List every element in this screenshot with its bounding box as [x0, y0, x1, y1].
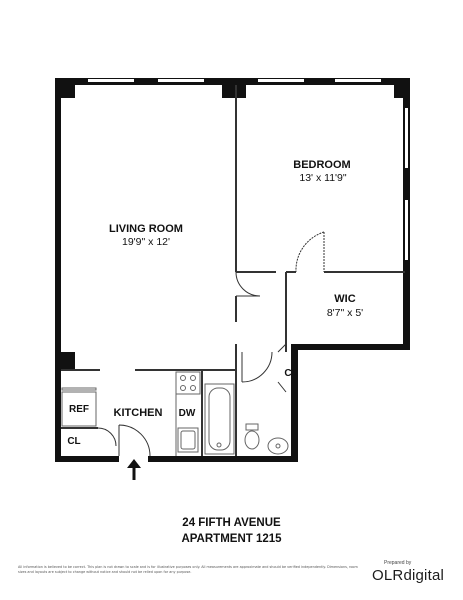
bath-door	[241, 351, 273, 383]
bath-fixtures	[204, 383, 289, 455]
kitchen-fixtures	[61, 371, 201, 456]
wall-bottom-right	[148, 456, 298, 462]
fixture-label-ref: REF	[69, 404, 89, 415]
drain-icon	[216, 442, 222, 448]
burner-icon	[190, 385, 196, 391]
room-name-living: LIVING ROOM	[109, 223, 183, 235]
fixture-label-dw: DW	[179, 408, 196, 419]
wall-step	[291, 344, 410, 350]
toilet	[244, 430, 260, 450]
burner-icon	[180, 375, 186, 381]
disclaimer-text: All information is believed to be correc…	[18, 565, 358, 574]
room-dims-bedroom: 13' x 11'9"	[299, 172, 347, 184]
living-door	[235, 271, 261, 297]
room-dims-wic: 8'7" x 5'	[327, 307, 363, 319]
room-name-kitchen: KITCHEN	[114, 407, 163, 419]
sink	[177, 427, 199, 453]
burner-icon	[190, 375, 196, 381]
refrigerator	[61, 391, 97, 427]
exterior-walls	[55, 78, 410, 462]
corner-block-mid	[222, 78, 246, 98]
kitchen-closet-door	[97, 427, 117, 447]
counter	[61, 387, 97, 391]
bath-closet-door	[277, 343, 287, 393]
room-name-wic: WIC	[334, 293, 355, 305]
vanity-sink	[267, 437, 289, 455]
wall-right-lower	[291, 344, 298, 462]
wall-left	[55, 78, 61, 462]
column-left	[55, 352, 75, 370]
room-name-bedroom: BEDROOM	[293, 159, 350, 171]
bathtub	[204, 383, 235, 455]
corner-block-tl	[55, 78, 75, 98]
burner-icon	[180, 385, 186, 391]
corner-block-tr	[394, 78, 410, 98]
bedroom-door	[295, 231, 325, 273]
brand-logo: Prepared by OLRdigital	[372, 560, 452, 588]
doors	[97, 231, 325, 457]
brand-tagline: Prepared by	[384, 560, 412, 566]
range	[175, 371, 201, 395]
interior-walls	[61, 85, 405, 456]
fixture-label-closet: CL	[284, 368, 297, 379]
entry-arrow-icon	[127, 459, 141, 480]
windows	[88, 79, 408, 260]
address-line-1: 24 FIFTH AVENUE	[182, 517, 281, 529]
wall-bottom-left	[55, 456, 119, 462]
address-line-2: APARTMENT 1215	[181, 533, 282, 545]
room-dims-living: 19'9" x 12'	[122, 236, 170, 248]
brand-name: OLRdigital	[372, 567, 445, 584]
fixture-label-closet: CL	[67, 436, 80, 447]
entry-door	[118, 424, 151, 457]
